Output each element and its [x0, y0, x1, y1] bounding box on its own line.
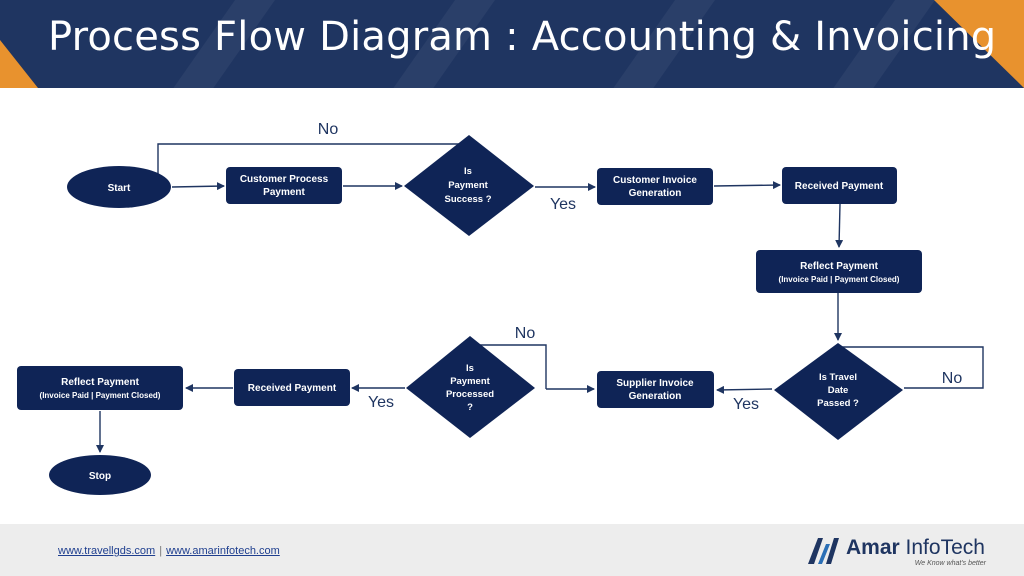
yes-label-top: Yes — [550, 196, 576, 213]
loop-no-travel — [840, 346, 984, 389]
yes-label-travel: Yes — [733, 396, 759, 413]
start-label: Start — [108, 183, 131, 194]
start-node — [67, 166, 171, 208]
customer-invoice-generation-label-1: Customer Invoice — [613, 175, 697, 186]
no-label-travel: No — [942, 370, 963, 387]
customer-process-payment-node — [226, 167, 342, 204]
no-label-top: No — [318, 121, 339, 138]
supplier-invoice-generation-label-2: Generation — [629, 391, 682, 402]
amar-logo-icon — [808, 538, 839, 564]
received-payment-bottom-node — [234, 369, 350, 406]
reflect-payment-left-label-1: Reflect Payment — [61, 377, 139, 388]
is-travel-date-passed-label-2: Date — [828, 385, 849, 396]
arrow-start-to-process — [171, 182, 225, 191]
customer-process-payment-label-2: Payment — [263, 187, 305, 198]
is-travel-date-passed-decision — [774, 343, 903, 440]
branch-labels: No Yes No Yes No Yes — [318, 121, 963, 413]
reflect-payment-right-label-1: Reflect Payment — [800, 261, 878, 272]
is-payment-processed-label-4: ? — [467, 402, 473, 413]
customer-invoice-generation-label-2: Generation — [629, 188, 682, 199]
footer-links: www.travellgds.com|www.amarinfotech.com — [58, 545, 280, 557]
reflect-payment-right-node — [756, 250, 922, 293]
is-travel-date-passed-label-3: Passed ? — [817, 398, 859, 409]
is-travel-date-passed-label-1: Is Travel — [819, 372, 857, 383]
arrow-received-to-reflect — [835, 203, 844, 248]
stop-label: Stop — [89, 471, 111, 482]
received-payment-bottom-label: Received Payment — [248, 383, 337, 394]
logo-tagline: We Know what's better — [914, 560, 986, 567]
is-payment-processed-decision — [406, 336, 535, 438]
customer-invoice-generation-node — [597, 168, 713, 205]
no-label-processed: No — [515, 325, 536, 342]
is-payment-processed-label-2: Payment — [450, 376, 490, 387]
header-banner: Process Flow Diagram : Accounting & Invo… — [0, 0, 1024, 88]
header-accent-right — [934, 0, 1024, 88]
received-payment-top-node — [782, 167, 897, 204]
company-logo: Amar InfoTech We Know what's better — [806, 534, 986, 570]
is-payment-success-decision — [404, 135, 534, 236]
reflect-payment-right-label-2: (Invoice Paid | Payment Closed) — [779, 275, 900, 284]
reflect-payment-left-node — [17, 366, 183, 410]
yes-label-processed: Yes — [368, 394, 394, 411]
arrow-yes-to-supplier — [716, 385, 773, 394]
received-payment-top-label: Received Payment — [795, 181, 884, 192]
logo-wordmark: Amar InfoTech — [846, 536, 985, 560]
arrow-invoice-to-received — [713, 181, 781, 190]
is-payment-success-label-3: Success ? — [445, 194, 492, 205]
customer-process-payment-label-1: Customer Process — [240, 174, 329, 185]
stop-node — [49, 455, 151, 495]
logo-name-bold: Amar — [846, 536, 900, 559]
is-payment-success-label-2: Payment — [448, 180, 488, 191]
process-flow-diagram: Start Customer Process Payment Is Paymen… — [17, 121, 984, 495]
is-payment-success-label-1: Is — [464, 166, 472, 177]
link-travellgds[interactable]: www.travellgds.com — [58, 545, 156, 557]
nodes — [17, 135, 922, 495]
reflect-payment-left-label-2: (Invoice Paid | Payment Closed) — [40, 391, 161, 400]
node-labels: Start Customer Process Payment Is Paymen… — [40, 166, 900, 482]
footer-bar: www.travellgds.com|www.amarinfotech.com … — [0, 524, 1024, 576]
link-amarinfotech[interactable]: www.amarinfotech.com — [166, 545, 280, 557]
supplier-invoice-generation-node — [597, 371, 714, 408]
logo-name-rest: InfoTech — [899, 536, 985, 559]
supplier-invoice-generation-label-1: Supplier Invoice — [616, 378, 694, 389]
link-separator: | — [159, 545, 163, 557]
is-payment-processed-label-1: Is — [466, 363, 474, 374]
is-payment-processed-label-3: Processed — [446, 389, 494, 400]
page-title: Process Flow Diagram : Accounting & Invo… — [48, 14, 997, 60]
header-accent-left — [0, 40, 38, 88]
